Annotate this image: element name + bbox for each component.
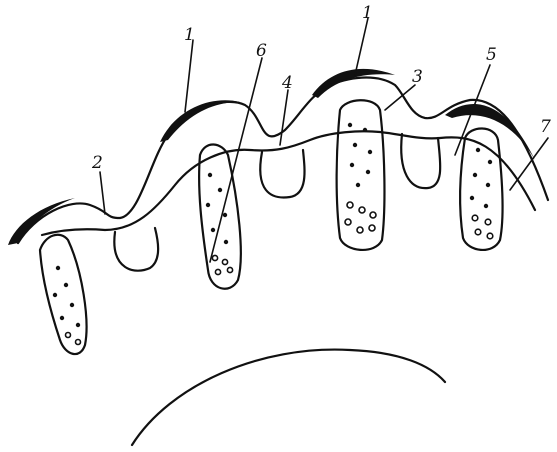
label-1a: 1 [184, 25, 195, 45]
lower-contour [132, 350, 445, 445]
leader-4 [280, 90, 288, 145]
leader-1a [185, 40, 193, 112]
label-3: 3 [412, 67, 423, 87]
label-4: 4 [281, 73, 293, 93]
leader-1b [355, 18, 368, 75]
label-5: 5 [486, 45, 497, 65]
cuticle-segment-right [445, 104, 535, 160]
granules-cell-3 [345, 123, 376, 233]
cuticle-segment-1b [312, 69, 395, 98]
label-2: 2 [91, 153, 103, 173]
cavity-left [114, 228, 158, 271]
cavity-right [401, 134, 440, 188]
cuticle-segment-1a [160, 100, 240, 142]
label-7: 7 [540, 117, 551, 137]
leader-6 [210, 58, 262, 262]
cavity-center [260, 150, 304, 197]
granules-cell-5 [470, 148, 493, 239]
goblet-cell-far-left [40, 235, 86, 354]
label-6: 6 [256, 41, 267, 61]
leader-2 [100, 172, 105, 214]
label-1b: 1 [362, 3, 373, 23]
